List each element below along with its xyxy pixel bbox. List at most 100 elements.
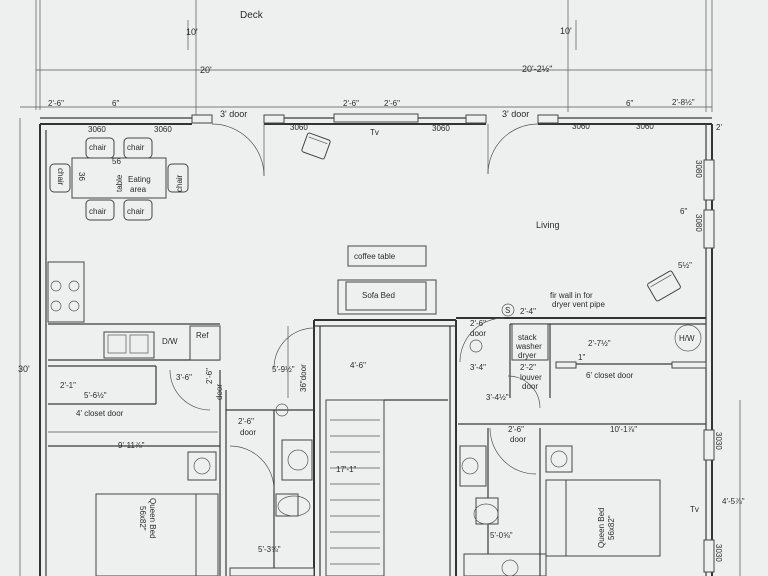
- s-mark: S: [505, 306, 510, 315]
- dim-5-3: 5'-3⅝": [258, 545, 281, 554]
- eating-area: chair chair chair chair chair chair 56 3…: [49, 137, 189, 221]
- door-word-right: door: [510, 435, 526, 444]
- tv-top-label: Tv: [370, 128, 379, 137]
- dim-36door: 36"door: [299, 364, 308, 392]
- living-label: Living: [536, 220, 560, 230]
- window-2: 3060: [154, 125, 172, 134]
- dim-6-right: 6": [680, 207, 687, 216]
- tv-right-label: Tv: [690, 505, 699, 514]
- deck-width-left: 20': [200, 65, 212, 75]
- dim-1: 1": [578, 353, 585, 362]
- right-bath: 5'-0⅝": [459, 428, 547, 576]
- door-left-label: 3' door: [220, 109, 247, 119]
- louver-door-label: door: [522, 382, 538, 391]
- deck-label: Deck: [240, 10, 264, 21]
- dishwasher-label: D/W: [162, 337, 178, 346]
- kitchen: D/W Ref: [47, 261, 221, 361]
- living-room: Living coffee table Sofa Bed: [337, 220, 560, 315]
- dim-5-9: 5'-9½": [272, 365, 295, 374]
- dim-2-2: 2'-2": [520, 363, 536, 372]
- fir-wall-1: fir wall in for: [550, 291, 593, 300]
- window-right-2: 3080: [694, 214, 703, 232]
- closet-left-label: 4' closet door: [76, 409, 124, 418]
- top-wall: 3' door 3' door 3060 3060 3060 3060 3060…: [40, 109, 722, 177]
- fir-wall-2: dryer vent pipe: [552, 300, 605, 309]
- right-bedroom: Queen Bed 56x82" 3030 3030 Tv 4'-5⅞": [539, 428, 745, 576]
- window-6: 3060: [636, 122, 654, 131]
- stair-core: 4'-6" 17'-1" 36"door 5'-9½": [272, 319, 457, 576]
- chair-4: chair: [127, 207, 145, 216]
- dim-10-1: 10'-1⅞": [610, 425, 637, 434]
- window-4: 3060: [432, 124, 450, 133]
- dim-3-4b: 3'-4½": [486, 393, 509, 402]
- dim-2-right: 2': [716, 123, 722, 132]
- dryer-label: dryer: [518, 351, 537, 360]
- top-dimensions: 2'-6" 6" 2'-6" 2'-6" 6" 2'-8½": [20, 98, 712, 108]
- dim-9-11: 9'-11⅞": [118, 441, 145, 450]
- sofa-bed-label: Sofa Bed: [362, 291, 395, 300]
- door-2-6-right: 2'-6": [508, 425, 524, 434]
- chair-5: chair: [56, 168, 65, 186]
- dim-2-6-a: 2'-6": [48, 99, 64, 108]
- chair-2: chair: [127, 143, 145, 152]
- fridge-label: Ref: [196, 331, 209, 340]
- right-wall: 3080 3080 6" 5½": [678, 124, 741, 576]
- left-hall: 2'-1" 5'-6½" 4' closet door 3'-6" 2'-6" …: [48, 365, 227, 576]
- window-1: 3060: [88, 125, 106, 134]
- dim-3-6: 3'-6": [176, 373, 192, 382]
- dim-2-6-c: 2'-6": [384, 99, 400, 108]
- area-label: area: [130, 185, 147, 194]
- window-5: 3060: [572, 122, 590, 131]
- left-wall: 30': [18, 118, 47, 576]
- left-bath: 2'-6" door 5'-3⅝": [226, 403, 315, 576]
- armchair-right: [647, 270, 681, 302]
- dim-4-6: 4'-6": [350, 361, 366, 370]
- dim-6-a: 6": [112, 99, 119, 108]
- chair-3: chair: [89, 207, 107, 216]
- coffee-table-label: coffee table: [354, 252, 396, 261]
- deck-height-right: 10': [560, 26, 572, 36]
- louver-label: louver: [520, 373, 542, 382]
- washer-label: washer: [515, 342, 542, 351]
- dim-17-1: 17'-1": [336, 465, 357, 474]
- window-3: 3060: [290, 123, 308, 132]
- dim-4-5: 4'-5⅞": [722, 497, 745, 506]
- armchair-top: [301, 132, 331, 160]
- bed-right-1: Queen Bed: [597, 508, 606, 548]
- table-label: table: [115, 174, 124, 192]
- door-word-laundry: door: [470, 329, 486, 338]
- door-word-b: door: [240, 428, 256, 437]
- door-right-label: 3' door: [502, 109, 529, 119]
- bed-left-1: Queen Bed: [148, 498, 157, 538]
- table-side: 36: [77, 172, 86, 181]
- table-size: 56: [112, 157, 121, 166]
- dim-5-6: 5'-6½": [84, 391, 107, 400]
- window-3030-a: 3030: [714, 432, 723, 450]
- hw-label: H/W: [679, 334, 695, 343]
- dim-2-1: 2'-1": [60, 381, 76, 390]
- dim-6-b: 6": [626, 99, 633, 108]
- window-3030-b: 3030: [714, 544, 723, 562]
- bed-right-2: 56x82": [607, 515, 616, 540]
- dim-2-4: 2'-4": [520, 307, 536, 316]
- left-bedroom: Queen Bed 56x82": [95, 451, 219, 576]
- deck-width-right: 20'-2½": [522, 64, 552, 74]
- dim-3-4: 3'-4": [470, 363, 486, 372]
- chair-1: chair: [89, 143, 107, 152]
- bed-left-2: 56x82": [138, 506, 147, 531]
- window-right-1: 3080: [694, 160, 703, 178]
- closet-right-label: 6' closet door: [586, 371, 634, 380]
- deck-area: Deck 10' 10' 20' 20'-2½": [35, 0, 713, 115]
- dim-5-half: 5½": [678, 261, 692, 270]
- door-2-6-laundry: 2'-6": [470, 319, 486, 328]
- chair-6: chair: [175, 174, 184, 192]
- dim-2-8: 2'-8½": [672, 98, 695, 107]
- door-2-6-b: 2'-6": [238, 417, 254, 426]
- dim-2-7: 2'-7½": [588, 339, 611, 348]
- deck-height-left: 10': [186, 27, 198, 37]
- eating-label: Eating: [128, 175, 151, 184]
- dim-2-6-b: 2'-6": [343, 99, 359, 108]
- laundry: fir wall in for dryer vent pipe S 2'-4" …: [456, 291, 707, 475]
- overall-height: 30': [18, 364, 30, 374]
